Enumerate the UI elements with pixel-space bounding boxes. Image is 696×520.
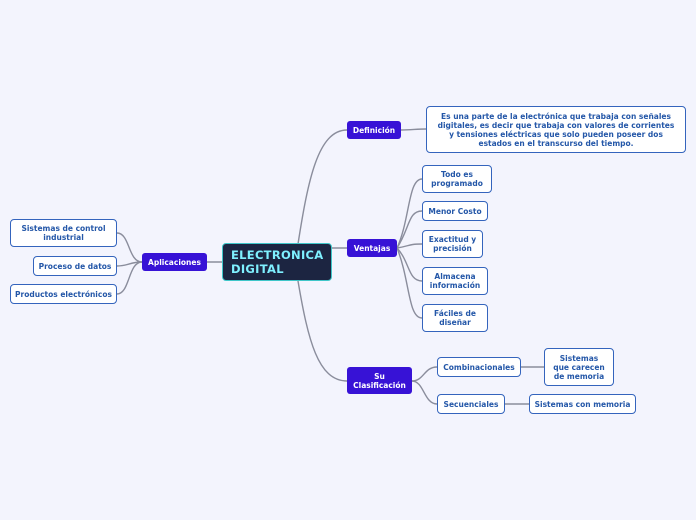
ventaja-item-2[interactable]: Exactitud y precisión xyxy=(422,230,483,258)
aplicacion-item-1[interactable]: Proceso de datos xyxy=(33,256,117,276)
secuenciales-child[interactable]: Sistemas con memoria xyxy=(529,394,636,414)
link-ventajas-item-0 xyxy=(396,178,423,249)
link-clasificacion-secuenciales xyxy=(411,380,438,405)
ventaja-item-4[interactable]: Fáciles de diseñar xyxy=(422,304,488,332)
aplicacion-item-0[interactable]: Sistemas de control industrial xyxy=(10,219,117,247)
combinacionales-child[interactable]: Sistemas que carecen de memoria xyxy=(544,348,614,386)
branch-clasificacion[interactable]: Su Clasificación xyxy=(347,367,412,394)
definicion-text[interactable]: Es una parte de la electrónica que traba… xyxy=(426,106,686,153)
central-topic[interactable]: ELECTRONICA DIGITAL xyxy=(222,243,332,281)
link-definicion-text xyxy=(400,128,427,131)
ventaja-item-1[interactable]: Menor Costo xyxy=(422,201,488,221)
link-aplicaciones-item-0 xyxy=(116,232,143,263)
ventaja-item-3[interactable]: Almacena información xyxy=(422,267,488,295)
aplicacion-item-2[interactable]: Productos electrónicos xyxy=(10,284,117,304)
link-aplicaciones-item-2 xyxy=(116,261,143,295)
link-ventajas-item-4 xyxy=(396,247,423,319)
link-ventajas-item-1 xyxy=(396,210,423,249)
link-central-definicion xyxy=(297,129,348,245)
clasificacion-secuenciales[interactable]: Secuenciales xyxy=(437,394,505,414)
clasificacion-combinacionales[interactable]: Combinacionales xyxy=(437,357,521,377)
branch-aplicaciones[interactable]: Aplicaciones xyxy=(142,253,207,271)
link-clasificacion-combinacionales xyxy=(411,366,438,382)
link-ventajas-item-3 xyxy=(396,247,423,282)
link-ventajas-item-2 xyxy=(396,243,423,249)
branch-definicion[interactable]: Definición xyxy=(347,121,401,139)
branch-ventajas[interactable]: Ventajas xyxy=(347,239,397,257)
link-central-clasificacion xyxy=(297,280,348,382)
ventaja-item-0[interactable]: Todo es programado xyxy=(422,165,492,193)
